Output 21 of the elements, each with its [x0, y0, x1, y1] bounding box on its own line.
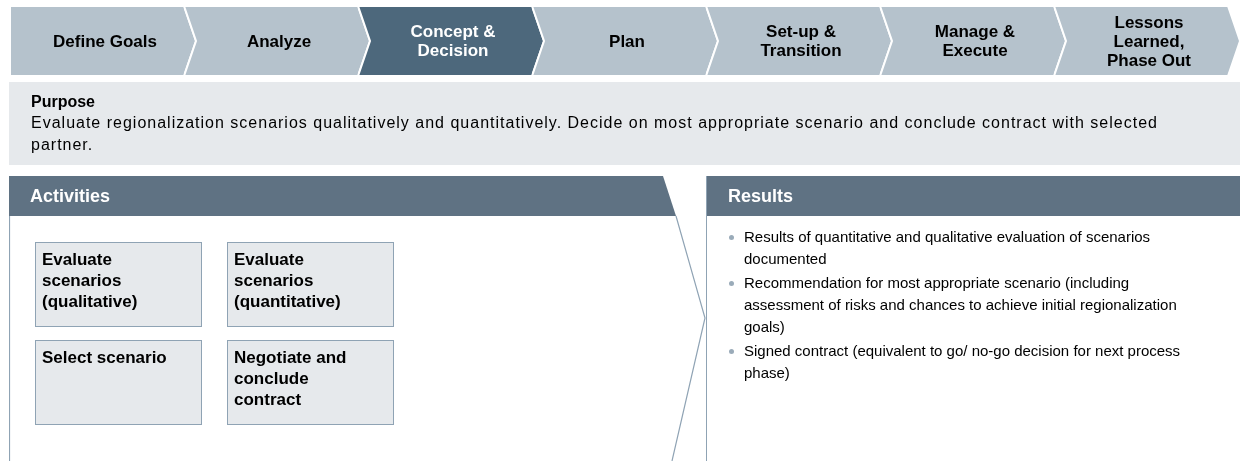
process-step: Define Goals	[10, 6, 196, 76]
process-step: Set-up & Transition	[706, 6, 892, 76]
section-heading: Purpose	[31, 92, 96, 112]
process-step: Lessons Learned, Phase Out	[1054, 6, 1240, 76]
activity-box: Negotiate and conclude contract	[227, 340, 394, 425]
purpose-band	[9, 82, 1240, 165]
results-panel	[706, 176, 1240, 461]
purpose-text: Evaluate regionalization scenarios qualitatively and quantitatively. Decide on most appropriate scenario and conclude contract with selected partner.	[31, 113, 1159, 155]
process-step: Analyze	[184, 6, 370, 76]
process-step: Plan	[532, 6, 718, 76]
panel-heading: Results	[728, 186, 794, 206]
result-text: Recommendation for most appropriate scenario (including assessment of risks and chances to achieve initial regionalization goals)	[744, 273, 1178, 337]
process-step: Concept & Decision	[358, 6, 544, 76]
result-text: Results of quantitative and qualitative evaluation of scenarios documented	[744, 227, 1152, 269]
panel-heading: Activities	[30, 185, 111, 207]
activities-panel	[9, 176, 707, 461]
result-text: Signed contract (equivalent to go/ no-go decision for next process phase)	[744, 341, 1182, 383]
activity-box: Select scenario	[35, 340, 202, 425]
activity-box: Evaluate scenarios (qualitative)	[35, 242, 202, 327]
process-step: Manage & Execute	[880, 6, 1066, 76]
activity-box: Evaluate scenarios (quantitative)	[227, 242, 394, 327]
